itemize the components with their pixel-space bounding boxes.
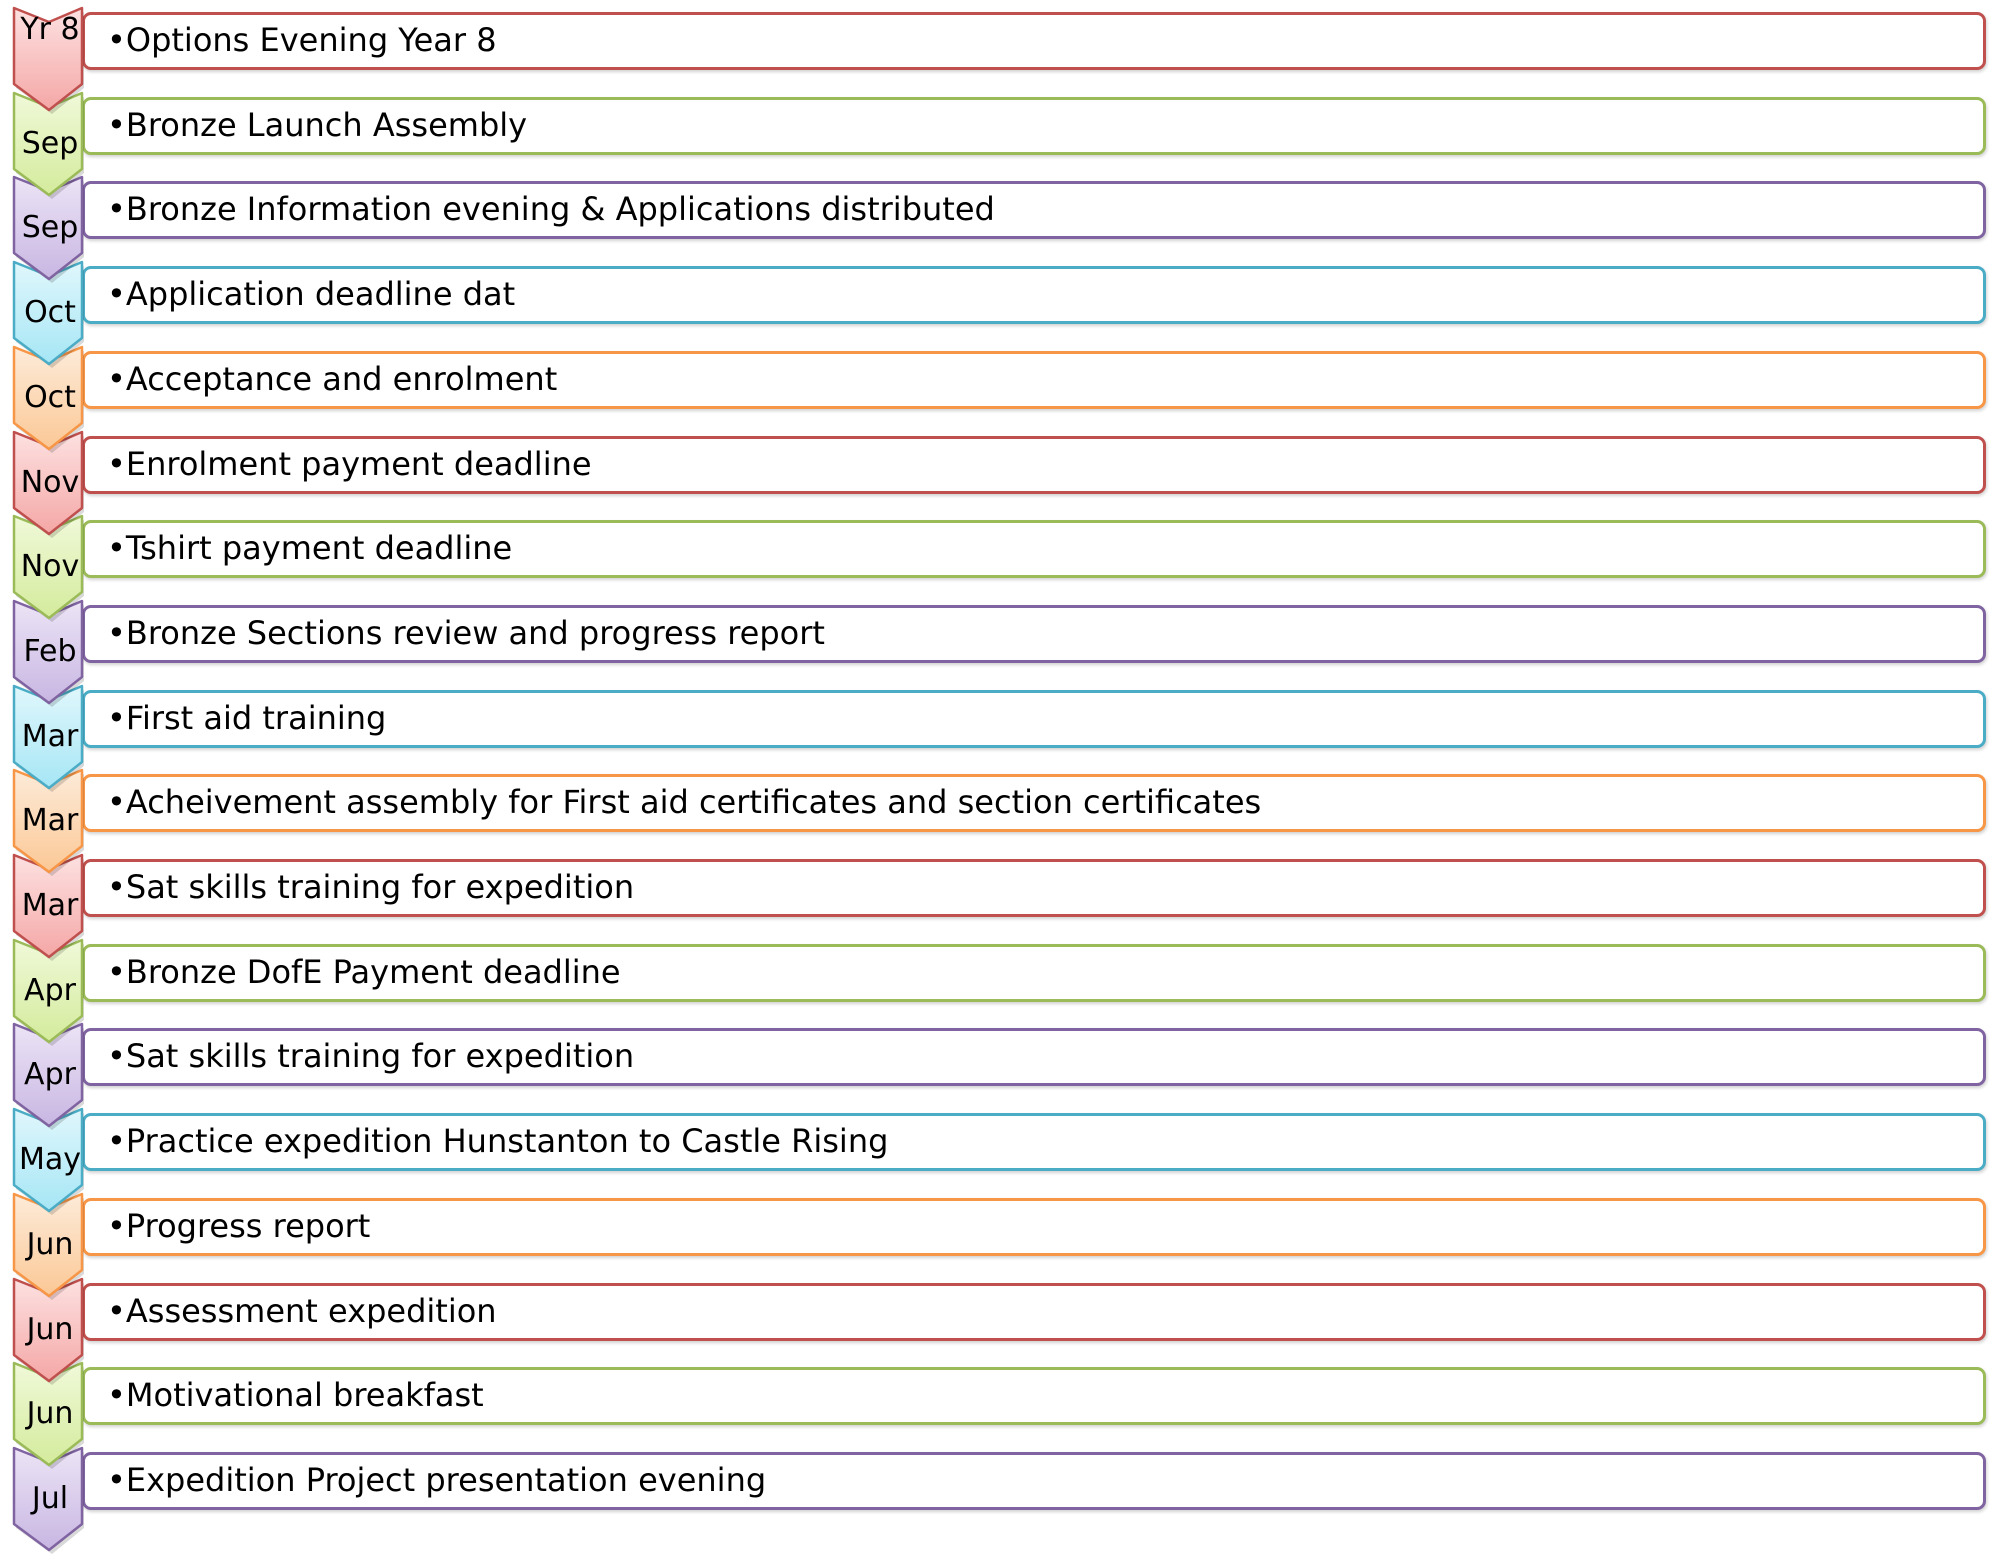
month-label: Jul xyxy=(31,1480,69,1516)
month-chevron xyxy=(12,769,84,877)
event-bar: •Acceptance and enrolment xyxy=(82,350,1986,409)
month-chevron xyxy=(12,1446,84,1554)
month-label: Mar xyxy=(21,888,79,923)
month-label: Jun xyxy=(26,1311,74,1347)
event-text: •Application deadline dat xyxy=(107,275,516,314)
event-text: •Expedition Project presentation evening xyxy=(107,1460,767,1499)
event-bar: •Assessment expedition xyxy=(82,1282,1986,1341)
event-text: •Motivational breakfast xyxy=(107,1376,484,1415)
month-label: Apr xyxy=(24,972,76,1008)
event-text: •Bronze Sections review and progress rep… xyxy=(107,613,825,652)
event-bar: •Bronze Sections review and progress rep… xyxy=(82,604,1986,663)
month-chevron xyxy=(12,1023,84,1131)
event-bar: •Enrolment payment deadline xyxy=(82,435,1986,494)
event-bar: •Options Evening Year 8 xyxy=(82,12,1986,70)
event-text: •Sat skills training for expedition xyxy=(107,868,635,906)
event-text: •Sat skills training for expedition xyxy=(107,1037,635,1076)
month-label: Nov xyxy=(20,464,80,500)
month-label: Oct xyxy=(24,379,76,415)
month-chevron xyxy=(12,938,84,1046)
month-chevron xyxy=(12,176,84,284)
month-label: Mar xyxy=(21,803,79,839)
timeline-row: •Expedition Project presentation evening… xyxy=(0,1440,2000,1554)
month-chevron xyxy=(12,1277,84,1385)
month-chevron xyxy=(12,514,84,623)
month-label: Feb xyxy=(23,633,77,669)
timeline-row: •Practice expedition Hunstanton to Castl… xyxy=(0,1101,2000,1216)
event-text: •Progress report xyxy=(107,1206,371,1245)
month-label: Oct xyxy=(24,295,76,331)
event-text: •Assessment expedition xyxy=(107,1291,497,1330)
month-chevron xyxy=(12,1361,84,1470)
month-label: Nov xyxy=(20,549,80,585)
event-text: •Enrolment payment deadline xyxy=(107,444,592,483)
event-bar: •Progress report xyxy=(82,1197,1986,1256)
month-label: Apr xyxy=(24,1057,76,1093)
event-text: •Acceptance and enrolment xyxy=(107,359,558,398)
event-bar: •Bronze Information evening & Applicatio… xyxy=(82,181,1986,240)
timeline-row: •Options Evening Year 8 Yr 8 xyxy=(0,0,2000,114)
event-text: •Bronze Launch Assembly xyxy=(107,105,528,144)
event-bar: •Application deadline dat xyxy=(82,266,1986,325)
month-chevron xyxy=(12,430,84,538)
event-bar: •Expedition Project presentation evening xyxy=(82,1451,1986,1510)
event-text: •Options Evening Year 8 xyxy=(107,21,497,59)
event-bar: •Motivational breakfast xyxy=(82,1367,1986,1426)
month-label: Yr 8 xyxy=(20,12,80,47)
month-label: Sep xyxy=(21,210,79,246)
month-label: Mar xyxy=(21,718,79,754)
event-text: •Bronze DofE Payment deadline xyxy=(107,952,621,991)
timeline-row: •Bronze Sections review and progress rep… xyxy=(0,593,2000,707)
month-label: Jun xyxy=(26,1396,74,1432)
month-chevron xyxy=(12,1107,84,1216)
month-label: Jun xyxy=(26,1226,74,1262)
event-text: •Bronze Information evening & Applicatio… xyxy=(107,190,995,229)
event-bar: •Acheivement assembly for First aid cert… xyxy=(82,774,1986,833)
month-label: May xyxy=(18,1142,82,1178)
month-chevron xyxy=(12,345,84,453)
event-bar: •First aid training xyxy=(82,689,1986,748)
event-bar: •Practice expedition Hunstanton to Castl… xyxy=(82,1113,1986,1172)
event-text: •First aid training xyxy=(107,698,387,737)
timeline-row: •Bronze Information evening & Applicatio… xyxy=(0,169,2000,284)
month-chevron xyxy=(12,684,84,792)
month-chevron xyxy=(12,91,84,199)
event-text: •Practice expedition Hunstanton to Castl… xyxy=(107,1122,889,1161)
event-bar: •Bronze Launch Assembly xyxy=(82,96,1986,155)
event-bar: •Sat skills training for expedition xyxy=(82,1028,1986,1087)
month-chevron xyxy=(12,6,84,114)
month-chevron xyxy=(12,599,84,707)
month-label: Sep xyxy=(21,125,79,161)
event-bar: •Sat skills training for expedition xyxy=(82,859,1986,917)
event-bar: •Tshirt payment deadline xyxy=(82,520,1986,579)
event-bar: •Bronze DofE Payment deadline xyxy=(82,943,1986,1002)
timeline-row: •Acheivement assembly for First aid cert… xyxy=(0,762,2000,877)
event-text: •Tshirt payment deadline xyxy=(107,529,513,568)
event-text: •Acheivement assembly for First aid cert… xyxy=(107,783,1262,822)
